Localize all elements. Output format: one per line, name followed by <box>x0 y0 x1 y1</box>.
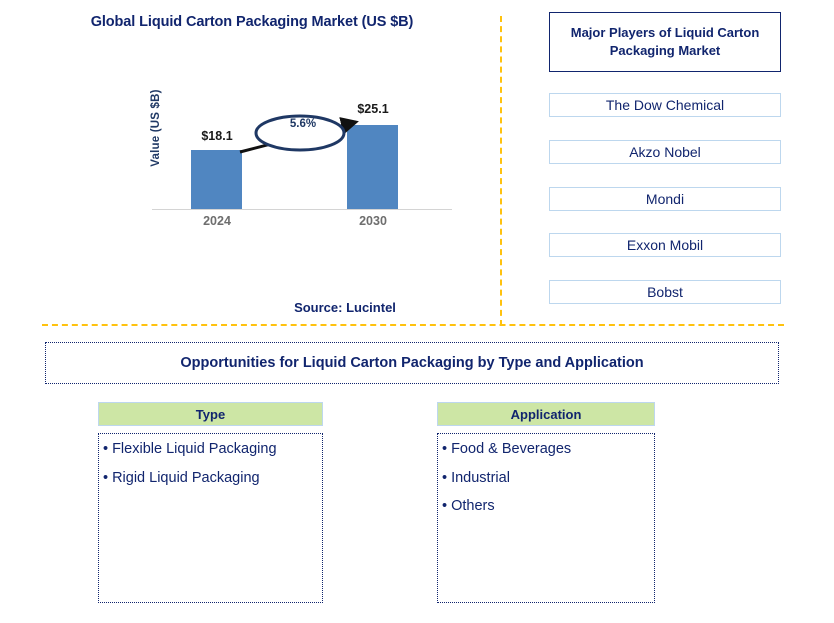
bar-value-2030: $25.1 <box>357 102 389 116</box>
player-item-mondi[interactable]: Mondi <box>549 187 781 211</box>
list-item-label: Food & Beverages <box>451 441 572 457</box>
list-item: •Rigid Liquid Packaging <box>103 469 322 486</box>
list-item: •Industrial <box>442 469 654 486</box>
bar-2024 <box>191 150 242 209</box>
y-axis-label: Value (US $B) <box>150 89 162 167</box>
list-item: •Food & Beverages <box>442 442 654 457</box>
vertical-divider <box>500 16 502 326</box>
column-body-application: •Food & Beverages •Industrial •Others <box>437 433 655 603</box>
player-item-the-dow-chemical[interactable]: The Dow Chemical <box>549 93 781 117</box>
bar-value-2024: $18.1 <box>201 129 233 143</box>
column-header-type: Type <box>98 402 323 426</box>
list-item: •Others <box>442 499 654 514</box>
column-body-type: •Flexible Liquid Packaging •Rigid Liquid… <box>98 433 323 603</box>
category-label-2030: 2030 <box>359 214 387 228</box>
horizontal-divider <box>42 324 784 326</box>
column-header-application: Application <box>437 402 655 426</box>
bullet-icon: • <box>103 469 109 486</box>
player-item-akzo-nobel[interactable]: Akzo Nobel <box>549 140 781 164</box>
player-item-exxon-mobil[interactable]: Exxon Mobil <box>549 233 781 257</box>
list-item-label: Others <box>451 498 495 514</box>
bar-2030 <box>347 125 398 209</box>
list-item-label: Rigid Liquid Packaging <box>112 469 260 486</box>
chart-title: Global Liquid Carton Packaging Market (U… <box>90 14 414 30</box>
opportunities-banner: Opportunities for Liquid Carton Packagin… <box>45 342 779 384</box>
bullet-icon: • <box>442 469 448 486</box>
bar-chart: Value (US $B) $18.1 $25.1 2024 2030 5.6% <box>130 89 460 236</box>
bullet-icon: • <box>442 498 448 514</box>
category-label-2024: 2024 <box>203 214 231 228</box>
x-axis-line <box>152 209 452 210</box>
list-item-label: Industrial <box>451 469 510 486</box>
cagr-value: 5.6% <box>289 118 317 130</box>
bullet-icon: • <box>442 441 448 457</box>
list-item-label: Flexible Liquid Packaging <box>112 441 277 457</box>
bullet-icon: • <box>103 441 109 457</box>
players-panel-header: Major Players of Liquid Carton Packaging… <box>549 12 781 72</box>
source-note: Source: Lucintel <box>294 300 396 315</box>
list-item: •Flexible Liquid Packaging <box>103 442 322 457</box>
cagr-callout-icon <box>239 114 359 154</box>
player-item-bobst[interactable]: Bobst <box>549 280 781 304</box>
